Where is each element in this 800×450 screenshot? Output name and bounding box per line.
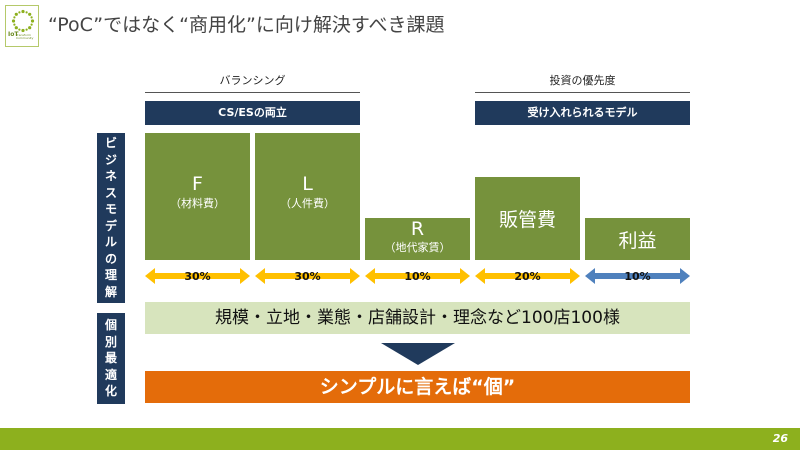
- vertical-char: 別: [104, 334, 117, 349]
- accepted-model-box: 受け入れられるモデル: [475, 101, 690, 125]
- arrow-blue: [585, 268, 690, 284]
- vertical-char: 解: [104, 284, 117, 299]
- cost-block-sga: 販管費: [475, 177, 580, 260]
- logo-subtext: Transform Community: [16, 33, 34, 40]
- logo-ring-icon: [11, 9, 35, 33]
- cost-block-profit: 利益: [585, 218, 690, 260]
- percentage-l: 30%: [294, 270, 321, 283]
- conclusion-bar: シンプルに言えば“個”: [145, 371, 690, 403]
- vertical-char: 個: [104, 318, 117, 332]
- cost-block-r: R （地代家賃）: [365, 218, 470, 260]
- down-arrow-icon: [381, 343, 455, 365]
- individual-optimization-vertical-label: 個 別 最 適 化: [97, 313, 125, 404]
- cost-block-f: F （材料費）: [145, 133, 250, 260]
- header-balancing: バランシング: [219, 74, 286, 87]
- vertical-char: モ: [104, 202, 117, 216]
- cost-block-letter: 利益: [618, 230, 657, 252]
- vertical-char: ル: [104, 235, 117, 249]
- slide-title: “PoC”ではなく“商用化”に向け解決すべき課題: [48, 14, 445, 36]
- header-balancing-line: [145, 92, 360, 93]
- vertical-char: 最: [104, 351, 117, 365]
- arrow-yellow: [475, 268, 580, 284]
- cost-block-letter: L: [302, 173, 313, 195]
- vertical-char: 化: [104, 384, 117, 398]
- cost-block-sub: （人件費）: [280, 197, 335, 210]
- cost-block-letter: R: [410, 218, 425, 240]
- arrow-yellow: [255, 268, 360, 284]
- page-number: 26: [772, 432, 788, 445]
- percentage-sga: 20%: [514, 270, 541, 283]
- vertical-char: 理: [104, 268, 117, 282]
- vertical-char: の: [104, 251, 117, 266]
- percentage-profit: 10%: [624, 270, 651, 283]
- percentage-arrows: [145, 268, 690, 284]
- cost-block-sub: （材料費）: [170, 197, 225, 210]
- arrow-yellow: [365, 268, 470, 284]
- header-investment-line: [475, 92, 690, 93]
- cost-block-sub: （地代家賃）: [384, 241, 451, 254]
- cost-block-letter: F: [192, 173, 203, 195]
- header-investment-priority: 投資の優先度: [549, 74, 616, 87]
- percentage-r: 10%: [404, 270, 431, 283]
- percentage-f: 30%: [184, 270, 211, 283]
- arrow-yellow: [145, 268, 250, 284]
- vertical-char: ネ: [104, 169, 117, 183]
- diversity-bar: 規模・立地・業態・店舗設計・理念など100店100様: [145, 302, 690, 334]
- cs-es-box: CS/ESの両立: [145, 101, 360, 125]
- vertical-char: ジ: [104, 152, 117, 167]
- vertical-char: ス: [104, 185, 117, 200]
- cost-block-l: L （人件費）: [255, 133, 360, 260]
- vertical-char: 適: [104, 367, 117, 382]
- vertical-char: ビ: [104, 136, 117, 150]
- company-logo: IoT Transform Community: [5, 5, 39, 47]
- cost-block-letter: 販管費: [498, 209, 556, 231]
- vertical-char: デ: [104, 218, 117, 233]
- logo-text: IoT: [8, 31, 19, 38]
- business-model-vertical-label: ビ ジ ネ ス モ デ ル の 理 解: [97, 133, 125, 303]
- footer-bar: [0, 428, 800, 450]
